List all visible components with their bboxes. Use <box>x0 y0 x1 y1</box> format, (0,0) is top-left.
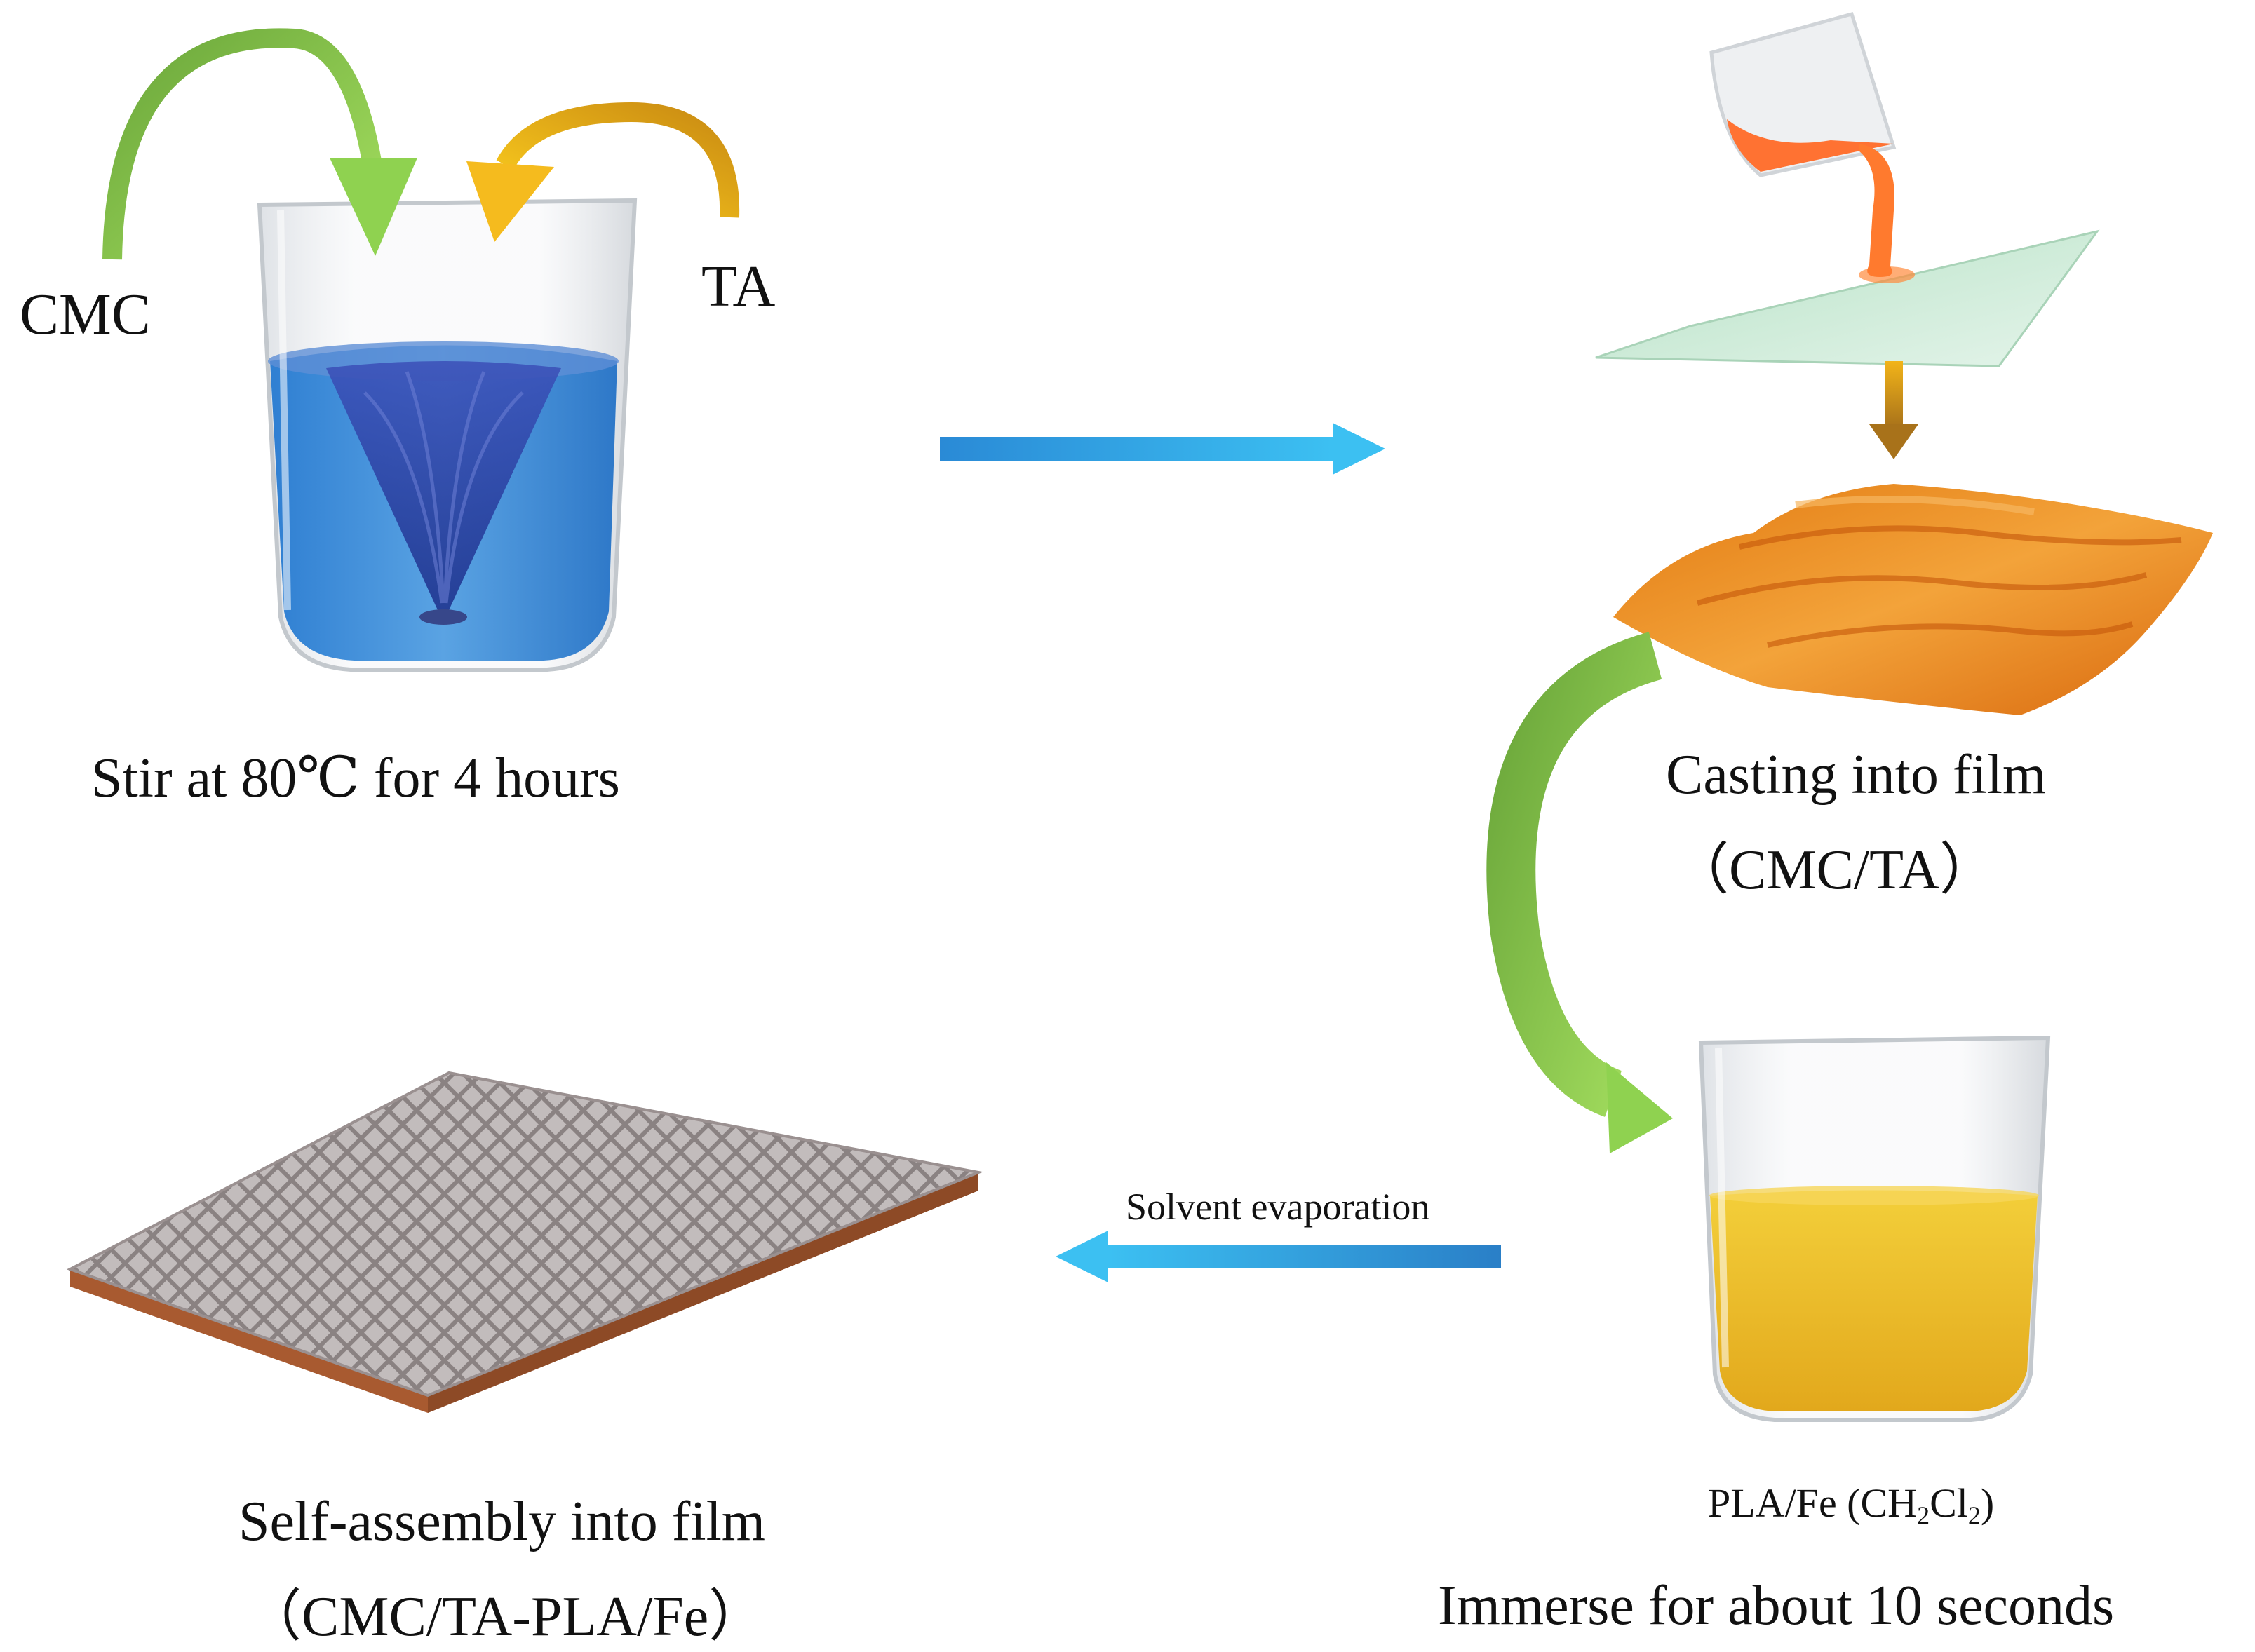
ta-addition-arrow <box>466 102 740 242</box>
casting-sub-caption: （CMC/TA） <box>1673 839 1996 901</box>
casting-plate <box>1595 229 2100 367</box>
stirring-beaker <box>257 198 638 672</box>
selfassembly-caption: Self-assembly into film <box>238 1491 766 1552</box>
selfassembly-sub-caption: （CMC/TA-PLA/Fe） <box>245 1586 765 1648</box>
self-assembled-film <box>66 1071 984 1413</box>
reagent-ta-label: TA <box>701 254 776 319</box>
mesh-surface <box>70 1073 978 1395</box>
reagent-cmc-label: CMC <box>20 282 151 347</box>
immerse-caption: Immerse for about 10 seconds <box>1438 1575 2115 1637</box>
stir-caption: Stir at 80℃ for 4 hours <box>91 747 620 809</box>
arrow-film-to-immersion <box>1486 632 1673 1153</box>
casting-caption: Casting into film <box>1666 744 2047 806</box>
stir-bar <box>419 609 467 625</box>
pouring-stream <box>1859 144 1894 277</box>
cmc-addition-arrow <box>102 28 417 260</box>
arrow-to-selfassembly <box>1056 1231 1501 1282</box>
immersion-solution-label: PLA/Fe (CH2Cl2) <box>1708 1480 1995 1530</box>
immersion-beaker <box>1698 1035 2051 1422</box>
pouring-cup <box>1709 11 1897 277</box>
vortex <box>326 361 561 610</box>
amber-solution <box>1710 1190 2038 1411</box>
arrow-down-to-film <box>1869 361 1918 459</box>
evaporation-label: Solvent evaporation <box>1126 1186 1430 1228</box>
cmc-ta-film <box>1613 484 2213 715</box>
arrow-to-casting <box>940 423 1385 475</box>
